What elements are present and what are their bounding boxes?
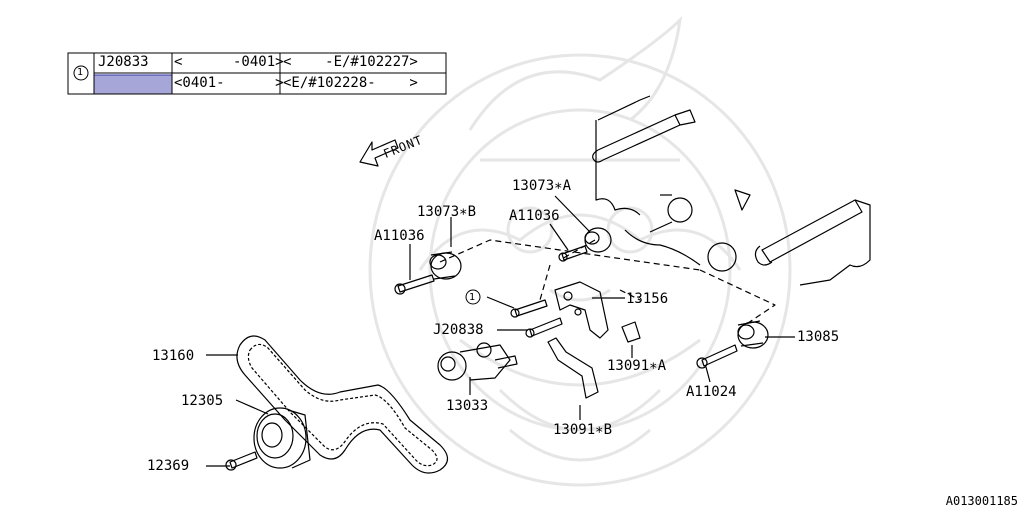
date-range-cell: <0401- > bbox=[174, 75, 284, 91]
part-number-cell[interactable]: J20833 bbox=[98, 54, 149, 70]
callout-marker-1: 1 bbox=[469, 292, 476, 303]
callout-13156[interactable]: 13156 bbox=[626, 291, 669, 307]
reference-code: A013001185 bbox=[945, 494, 1018, 508]
callout-13091a[interactable]: 13091∗A bbox=[607, 358, 667, 374]
callout-13073b[interactable]: 13073∗B bbox=[417, 204, 477, 220]
callout-13033[interactable]: 13033 bbox=[446, 398, 489, 414]
callout-13160[interactable]: 13160 bbox=[152, 348, 195, 364]
table-marker: 1 bbox=[77, 67, 84, 78]
front-arrow-icon bbox=[359, 139, 399, 167]
serial-range-cell: <E/#102228- > bbox=[283, 75, 418, 91]
watermark-emblem bbox=[368, 15, 792, 487]
serial-range-cell: < -E/#102227> bbox=[283, 54, 418, 70]
callout-13073a[interactable]: 13073∗A bbox=[512, 178, 572, 194]
callout-12305[interactable]: 12305 bbox=[181, 393, 224, 409]
callout-13091b[interactable]: 13091∗B bbox=[553, 422, 613, 438]
callout-a11036-mid[interactable]: A11036 bbox=[509, 208, 560, 224]
callout-12369[interactable]: 12369 bbox=[147, 458, 190, 474]
callout-a11036-left[interactable]: A11036 bbox=[374, 228, 425, 244]
callout-a11024[interactable]: A11024 bbox=[686, 384, 737, 400]
callout-j20838[interactable]: J20838 bbox=[433, 322, 484, 338]
date-range-cell: < -0401> bbox=[174, 54, 284, 70]
callout-13085[interactable]: 13085 bbox=[797, 329, 840, 345]
